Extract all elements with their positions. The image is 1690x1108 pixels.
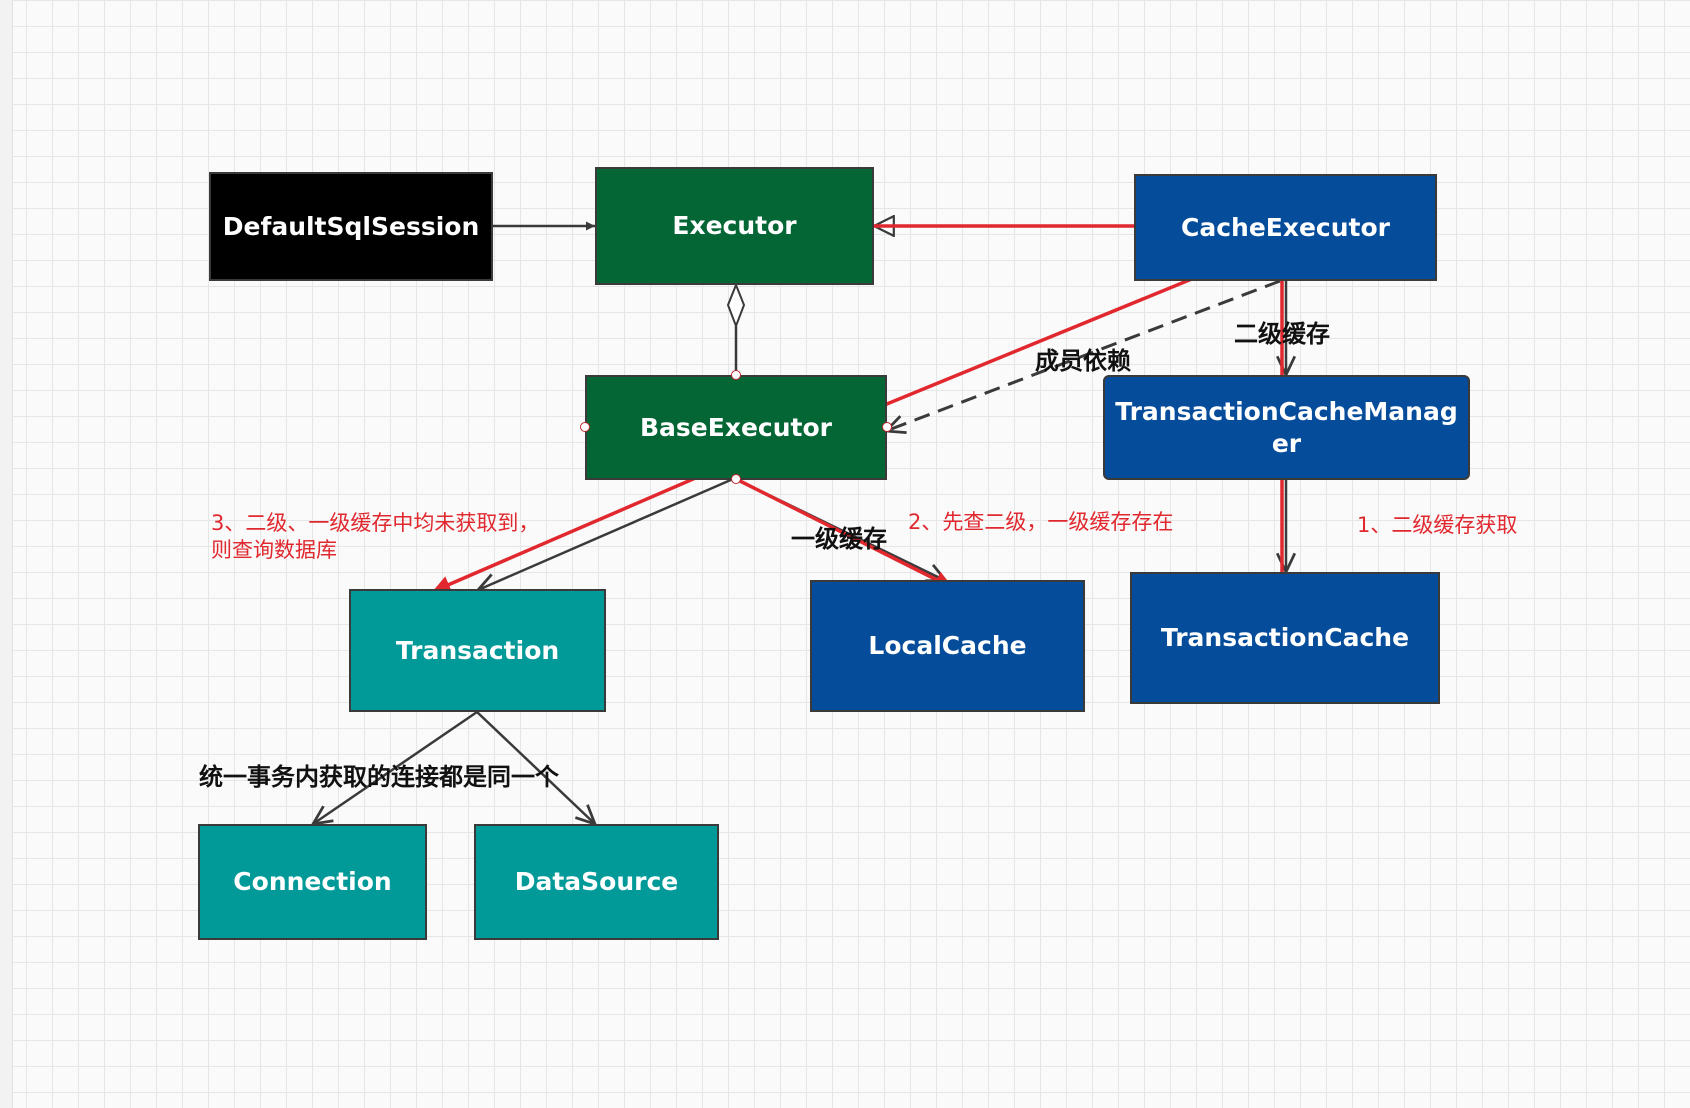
node-default-sql-session[interactable]: DefaultSqlSession: [209, 172, 493, 281]
port-bottom[interactable]: [731, 474, 741, 484]
edge-label-same-connection: 统一事务内获取的连接都是同一个: [199, 763, 559, 791]
node-label: CacheExecutor: [1180, 212, 1391, 242]
port-top[interactable]: [731, 370, 741, 380]
aggregation-diamond: [726, 282, 746, 329]
node-local-cache[interactable]: LocalCache: [810, 580, 1085, 712]
annotation-step-2: 2、先查二级，一级缓存存在: [908, 510, 1174, 534]
flow-baseexecutor-to-transaction: [432, 468, 715, 593]
edge-label-second-level-cache: 二级缓存: [1234, 320, 1330, 348]
node-label: LocalCache: [868, 631, 1027, 661]
node-transaction-cache[interactable]: TransactionCache: [1130, 572, 1440, 704]
port-left[interactable]: [580, 422, 590, 432]
node-label: Transaction: [395, 635, 560, 665]
node-transaction[interactable]: Transaction: [349, 589, 606, 712]
edge-label-member-dependency: 成员依赖: [1035, 347, 1131, 375]
annotation-step-3: 3、二级、一级缓存中均未获取到，则查询数据库: [211, 511, 540, 563]
node-label: Executor: [672, 211, 797, 241]
edge-baseexecutor-to-transaction: [478, 477, 734, 590]
node-executor[interactable]: Executor: [595, 167, 874, 285]
edge-cacheexecutor-depends-baseexecutor: [886, 279, 1281, 431]
node-connection[interactable]: Connection: [198, 824, 427, 940]
node-transaction-cache-manager[interactable]: TransactionCacheManager: [1103, 375, 1470, 480]
node-label: DefaultSqlSession: [222, 211, 480, 241]
node-label: TransactionCacheManager: [1115, 397, 1458, 458]
annotation-step-1: 1、二级缓存获取: [1357, 513, 1518, 537]
node-label: DataSource: [514, 867, 679, 897]
node-label: TransactionCache: [1160, 623, 1410, 653]
node-label: Connection: [233, 867, 392, 897]
port-right[interactable]: [882, 422, 892, 432]
node-data-source[interactable]: DataSource: [474, 824, 719, 940]
edge-label-first-level-cache: 一级缓存: [791, 525, 887, 553]
edge-transaction-to-connection: [313, 710, 478, 824]
edge-transaction-to-datasource: [476, 711, 595, 824]
node-base-executor[interactable]: BaseExecutor: [585, 375, 887, 480]
left-panel-edge: [0, 0, 13, 1108]
node-cache-executor[interactable]: CacheExecutor: [1134, 174, 1437, 281]
flow-baseexecutor-to-localcache: [735, 477, 953, 589]
node-label: BaseExecutor: [640, 412, 832, 442]
